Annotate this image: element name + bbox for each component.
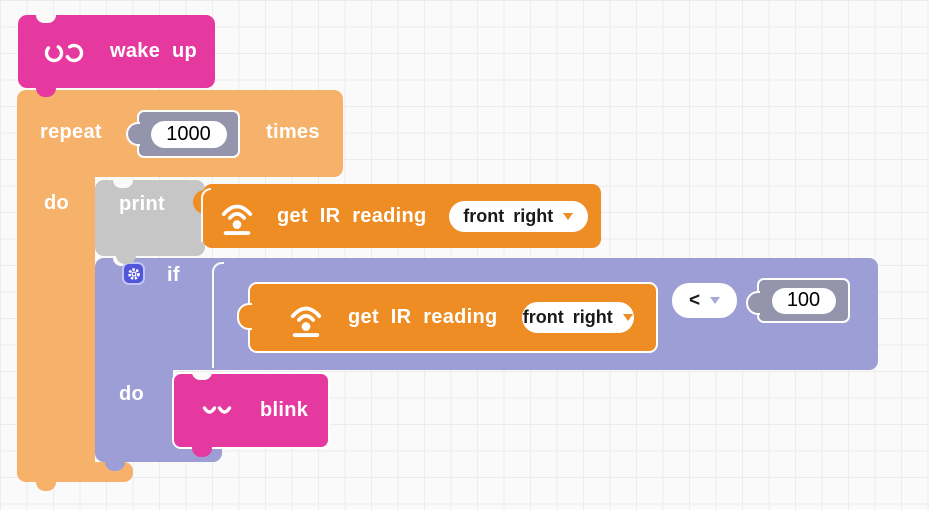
wake-up-top-notch — [36, 15, 56, 23]
repeat-block-bottom-bar — [17, 462, 133, 482]
wake-up-next-connection-tab — [36, 86, 56, 97]
wake-up-label: wake up — [110, 40, 198, 62]
blink-label: blink — [260, 399, 309, 421]
ir-sensor-icon — [219, 195, 255, 237]
blink-top-notch — [192, 372, 212, 380]
comparator-operator: < — [688, 289, 701, 311]
gear-icon[interactable] — [122, 262, 145, 285]
repeat-count-value: 1000 — [166, 122, 211, 145]
get-ir-output-tab — [237, 303, 252, 330]
dropdown-arrow-icon — [563, 212, 574, 220]
eyes-open-icon — [44, 39, 84, 65]
threshold-value: 100 — [786, 289, 821, 311]
wake-up-block[interactable]: wake up — [18, 15, 215, 88]
ir-position-dropdown-value: front right — [463, 205, 554, 226]
repeat-label: repeat — [40, 121, 102, 143]
print-value-socket-mark — [201, 188, 211, 242]
number-output-tab — [126, 122, 140, 146]
eyes-closed-icon — [202, 404, 232, 418]
comparator-dropdown[interactable]: < — [672, 283, 737, 318]
print-block[interactable]: print — [95, 180, 205, 256]
if-next-connection-tab — [105, 461, 125, 471]
repeat-count-input[interactable]: 1000 — [150, 120, 227, 148]
if-label: if — [167, 264, 180, 286]
blink-block[interactable]: blink — [172, 372, 330, 449]
print-top-notch — [113, 180, 133, 188]
threshold-input[interactable]: 100 — [771, 287, 836, 314]
threshold-number-block[interactable]: 100 — [757, 278, 850, 323]
print-next-connection-tab — [116, 253, 136, 264]
number-output-tab — [746, 291, 760, 315]
get-ir-reading-block-print[interactable]: get IR reading front right — [203, 184, 601, 248]
repeat-do-label: do — [44, 192, 70, 214]
if-condition-socket-mark — [212, 262, 224, 368]
ir-position-dropdown[interactable]: front right — [521, 302, 634, 333]
if-block-spine — [95, 369, 173, 437]
ir-position-dropdown[interactable]: front right — [448, 200, 588, 232]
blink-next-connection-tab — [192, 446, 212, 457]
dropdown-arrow-icon — [622, 314, 633, 321]
print-label: print — [119, 193, 165, 215]
get-ir-reading-label: get IR reading — [348, 306, 498, 328]
repeat-block-spine — [17, 176, 95, 462]
repeat-next-connection-tab — [36, 480, 56, 491]
times-label: times — [266, 121, 320, 143]
dropdown-arrow-icon — [710, 297, 721, 304]
ir-position-dropdown-value: front right — [522, 307, 613, 327]
get-ir-reading-block-condition[interactable]: get IR reading front right — [248, 282, 658, 353]
repeat-count-number-block[interactable]: 1000 — [137, 110, 240, 158]
ir-sensor-icon — [288, 297, 324, 339]
if-do-label: do — [119, 383, 145, 405]
get-ir-reading-label: get IR reading — [277, 204, 427, 227]
